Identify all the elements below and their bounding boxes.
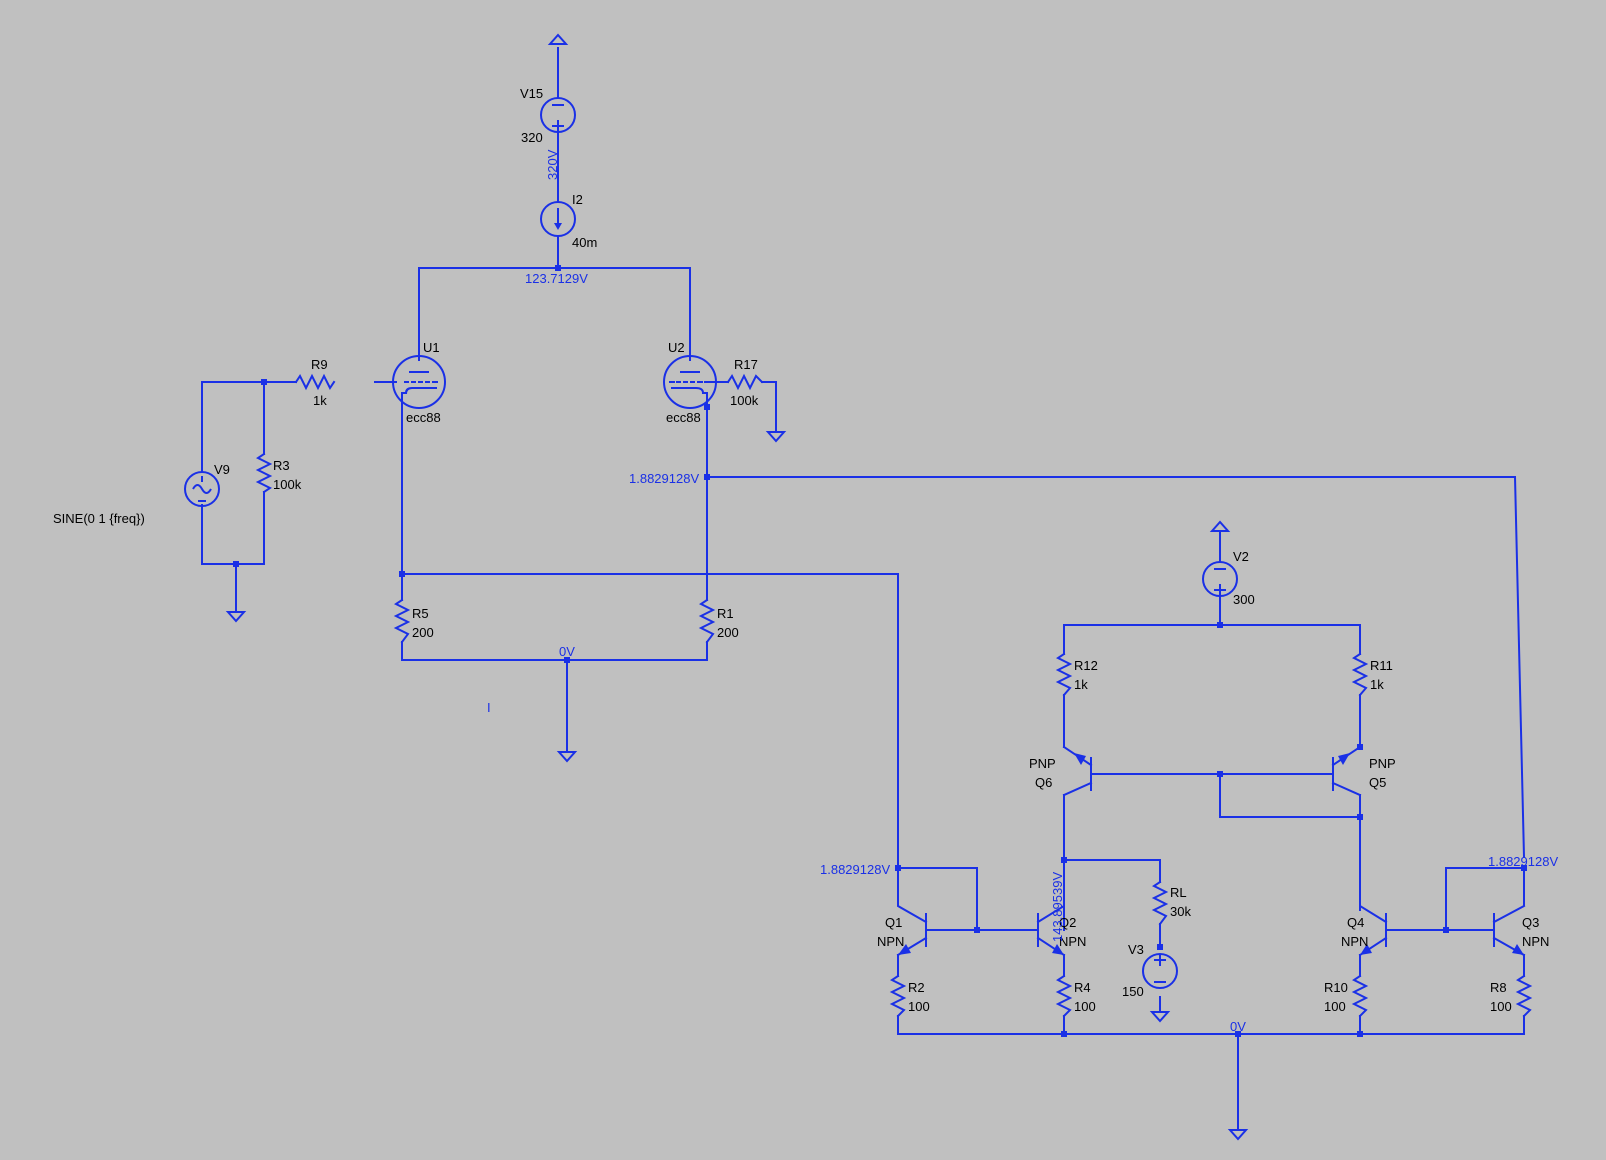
r8-name-label: R8 (1490, 980, 1507, 995)
r2-resistor-icon (889, 974, 907, 1018)
q5-name-label: Q5 (1369, 775, 1386, 790)
q2-type-label: NPN (1059, 934, 1086, 949)
u2-name-label: U2 (668, 340, 685, 355)
r10-name-label: R10 (1324, 980, 1348, 995)
junction-dots (233, 265, 1527, 1037)
q1-name-label: Q1 (885, 915, 902, 930)
v9-sine-source-icon (184, 471, 220, 507)
r8-resistor-icon (1515, 974, 1533, 1018)
v3-value-label: 150 (1122, 984, 1144, 999)
q3-type-label: NPN (1522, 934, 1549, 949)
ground-icon (1227, 1129, 1249, 1141)
r10-value-label: 100 (1324, 999, 1346, 1014)
u1-triode-tube-icon (392, 355, 446, 409)
rl-value-label: 30k (1170, 904, 1191, 919)
i2-name-label: I2 (572, 192, 583, 207)
r4-value-label: 100 (1074, 999, 1096, 1014)
q6-type-label: PNP (1029, 756, 1056, 771)
node-voltage-v15-out: 320V (545, 149, 560, 180)
q2-name-label: Q2 (1059, 915, 1076, 930)
v15-value-label: 320 (521, 130, 543, 145)
ground-icon (225, 611, 247, 623)
ground-icon (1149, 1011, 1171, 1023)
q3-name-label: Q3 (1522, 915, 1539, 930)
r2-name-label: R2 (908, 980, 925, 995)
r9-resistor-icon (294, 373, 336, 391)
r11-resistor-icon (1351, 652, 1369, 697)
supply-arrow-icon (547, 33, 569, 45)
r4-resistor-icon (1055, 974, 1073, 1018)
tube-section-wires (201, 47, 1526, 859)
i2-value-label: 40m (572, 235, 597, 250)
r5-value-label: 200 (412, 625, 434, 640)
r1-value-label: 200 (717, 625, 739, 640)
r3-name-label: R3 (273, 458, 290, 473)
r1-name-label: R1 (717, 606, 734, 621)
v3-name-label: V3 (1128, 942, 1144, 957)
r5-resistor-icon (393, 598, 411, 644)
u1-model-label: ecc88 (406, 410, 441, 425)
q6-pnp-transistor-icon (1062, 745, 1093, 797)
v9-name-label: V9 (214, 462, 230, 477)
i2-current-source-icon (540, 201, 576, 237)
r2-value-label: 100 (908, 999, 930, 1014)
r4-name-label: R4 (1074, 980, 1091, 995)
q4-type-label: NPN (1341, 934, 1368, 949)
v15-source-icon (540, 97, 576, 133)
r3-value-label: 100k (273, 477, 302, 492)
r17-resistor-icon (726, 373, 764, 391)
node-voltage-anode-common: 123.7129V (525, 271, 588, 286)
node-voltage-tube-ground: 0V (559, 644, 575, 659)
q5-type-label: PNP (1369, 756, 1396, 771)
ground-icon (765, 431, 787, 443)
node-voltage-bjt-ground: 0V (1230, 1019, 1246, 1034)
q3-npn-transistor-icon (1492, 904, 1526, 957)
r11-value-label: 1k (1370, 677, 1384, 692)
r1-resistor-icon (698, 598, 716, 644)
v3-source-icon (1142, 953, 1178, 989)
v15-name-label: V15 (520, 86, 543, 101)
r12-resistor-icon (1055, 652, 1073, 697)
r8-value-label: 100 (1490, 999, 1512, 1014)
q5-pnp-transistor-icon (1331, 745, 1362, 797)
r12-value-label: 1k (1074, 677, 1088, 692)
node-voltage-q1-collector: 1.8829128V (820, 862, 890, 877)
ground-icon (556, 751, 578, 763)
q4-name-label: Q4 (1347, 915, 1364, 930)
node-voltage-output-node: 143.89539V (1050, 872, 1065, 942)
r10-resistor-icon (1351, 974, 1369, 1018)
supply-arrow-icon (1209, 520, 1231, 532)
q2-npn-transistor-icon (1036, 897, 1066, 957)
r17-value-label: 100k (730, 393, 759, 408)
r17-name-label: R17 (734, 357, 758, 372)
q4-npn-transistor-icon (1358, 897, 1388, 957)
u1-name-label: U1 (423, 340, 440, 355)
bjt-section-wires (897, 531, 1525, 1129)
r9-value-label: 1k (313, 393, 327, 408)
v9-value-label: SINE(0 1 {freq}) (53, 511, 145, 526)
q1-type-label: NPN (877, 934, 904, 949)
rl-resistor-icon (1151, 880, 1169, 926)
r12-name-label: R12 (1074, 658, 1098, 673)
r11-name-label: R11 (1370, 658, 1393, 673)
q6-name-label: Q6 (1035, 775, 1052, 790)
v2-name-label: V2 (1233, 549, 1249, 564)
node-voltage-u2-cathode: 1.8829128V (629, 471, 699, 486)
q1-npn-transistor-icon (896, 857, 928, 957)
u2-model-label: ecc88 (666, 410, 701, 425)
v2-value-label: 300 (1233, 592, 1255, 607)
r3-resistor-icon (255, 452, 273, 494)
r5-name-label: R5 (412, 606, 429, 621)
u2-triode-tube-icon (663, 355, 717, 409)
node-voltage-q3-collector: 1.8829128V (1488, 854, 1558, 869)
v2-source-icon (1202, 561, 1238, 597)
rl-name-label: RL (1170, 885, 1187, 900)
text-cursor-mark: I (487, 700, 491, 715)
r9-name-label: R9 (311, 357, 328, 372)
